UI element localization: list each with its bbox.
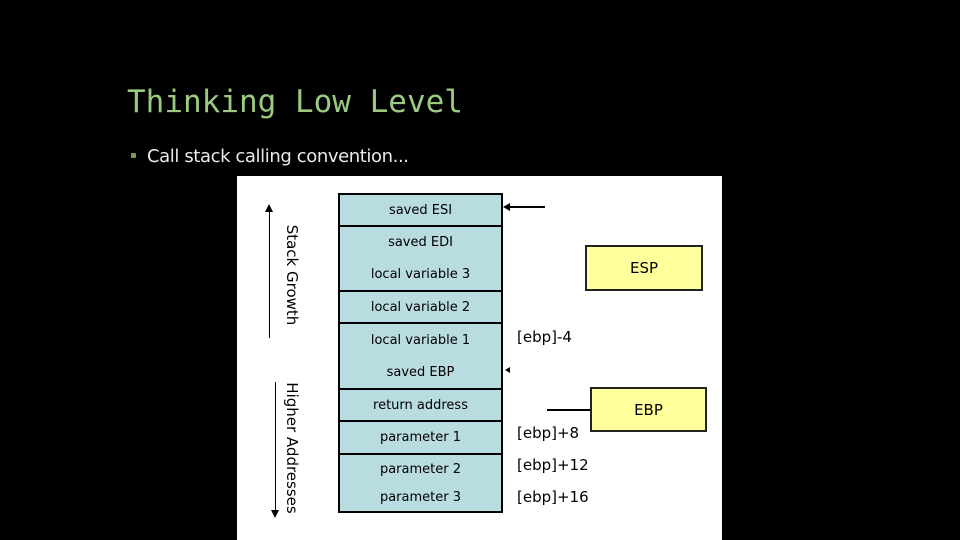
cell-label: local variable 3 [370,266,471,282]
higher-addresses-arrow-line [275,382,276,510]
stack-cell-parameter1: parameter 1 [340,420,501,453]
ebp-label: EBP [634,400,663,419]
esp-label: ESP [629,259,659,277]
esp-pointer-line [510,206,545,208]
stack-growth-label: Stack Growth [283,224,301,326]
stack-table: saved ESI saved EDI local variable 3 loc… [338,193,503,513]
bullet-icon [131,153,136,158]
stack-growth-arrow-line [269,212,270,338]
higher-addresses-label: Higher Addresses [283,382,301,514]
stack-cell-localvar1-saved-ebp: local variable 1 saved EBP [340,322,501,388]
slide-title: Thinking Low Level [127,84,463,120]
offset-ebp-minus4: [ebp]-4 [517,328,572,346]
offset-ebp-plus16: [ebp]+16 [517,488,589,506]
bullet-text: Call stack calling convention... [147,146,409,167]
cell-label: local variable 2 [370,299,471,315]
cell-label: return address [373,397,468,413]
stack-cell-return-address: return address [340,388,501,420]
arrow-left-head [503,203,510,211]
stack-cell-parameter2-parameter3: parameter 2 parameter 3 [340,453,501,511]
esp-register-box: ESP [585,245,703,291]
arrow-up-head [265,204,273,212]
cell-label: parameter 1 [379,430,462,445]
cell-label: parameter 2 [379,461,462,477]
cell-label: parameter 3 [379,489,462,505]
cell-label: saved EDI [388,235,453,251]
cell-label: saved ESI [388,202,453,218]
stack-cell-localvar2: local variable 2 [340,290,501,322]
arrow-down-head [271,510,279,518]
cell-label: saved EBP [386,364,455,380]
ebp-register-box: EBP [590,387,707,432]
arrow-left-small-head [505,367,510,373]
call-stack-diagram: Stack Growth Higher Addresses saved ESI … [237,176,722,540]
offset-ebp-plus8: [ebp]+8 [517,424,580,442]
ebp-pointer-line [547,409,590,411]
offset-ebp-plus12: [ebp]+12 [517,456,589,474]
stack-cell-saved-esi: saved ESI [340,195,501,225]
cell-label: local variable 1 [370,332,471,348]
stack-cell-saved-edi-localvar3: saved EDI local variable 3 [340,225,501,290]
